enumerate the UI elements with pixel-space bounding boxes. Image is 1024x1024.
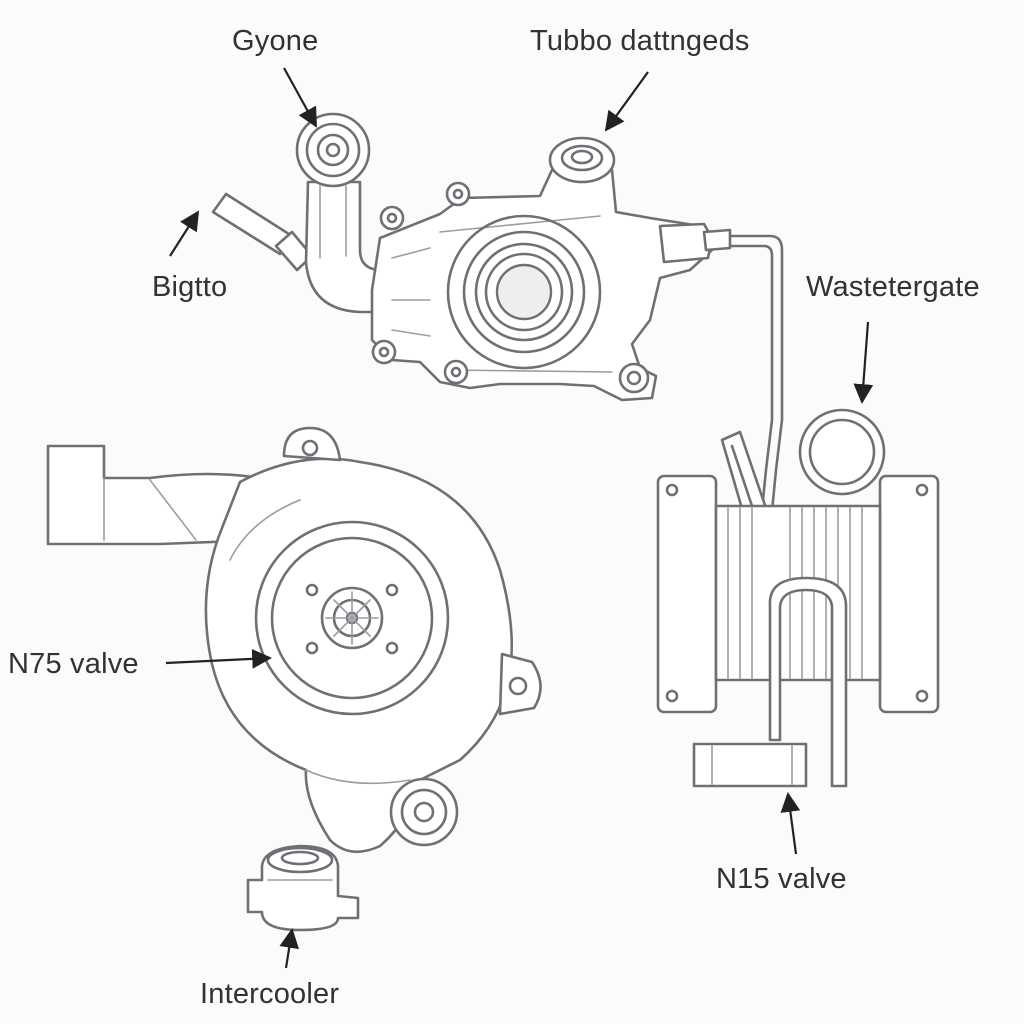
arrow-n75 (165, 648, 272, 669)
arrow-gyone (283, 67, 317, 128)
label-intercooler: Intercooler (200, 978, 340, 1010)
inlet-pipe (211, 192, 314, 272)
vacuum-line (720, 234, 784, 542)
arrow-wastegate (853, 321, 874, 404)
lower-turbo-assembly (46, 426, 542, 854)
upper-turbo-assembly (211, 112, 732, 402)
turbo-outlet-neck (548, 136, 616, 184)
arrow-n15 (780, 792, 801, 855)
callout-arrows (165, 67, 874, 969)
label-gyone: Gyone (232, 25, 319, 57)
compressor-face (446, 214, 602, 370)
intercooler-fitting (246, 844, 360, 932)
side-fitting (658, 222, 732, 264)
mounting-bosses-upper (371, 181, 650, 394)
arrow-intercooler (279, 928, 299, 969)
lower-scroll-housing (204, 457, 514, 854)
label-turbo: Tubbo dattngeds (530, 25, 750, 57)
wastegate-unit (656, 408, 940, 788)
label-bigtto: Bigtto (152, 271, 228, 303)
intake-cap (295, 112, 371, 188)
label-n75-valve: N75 valve (8, 648, 139, 680)
arrow-bigtto (169, 210, 200, 257)
label-n15-valve: N15 valve (716, 863, 847, 895)
arrow-turbo (604, 71, 649, 132)
label-wastegate: Wastetergate (806, 271, 980, 303)
